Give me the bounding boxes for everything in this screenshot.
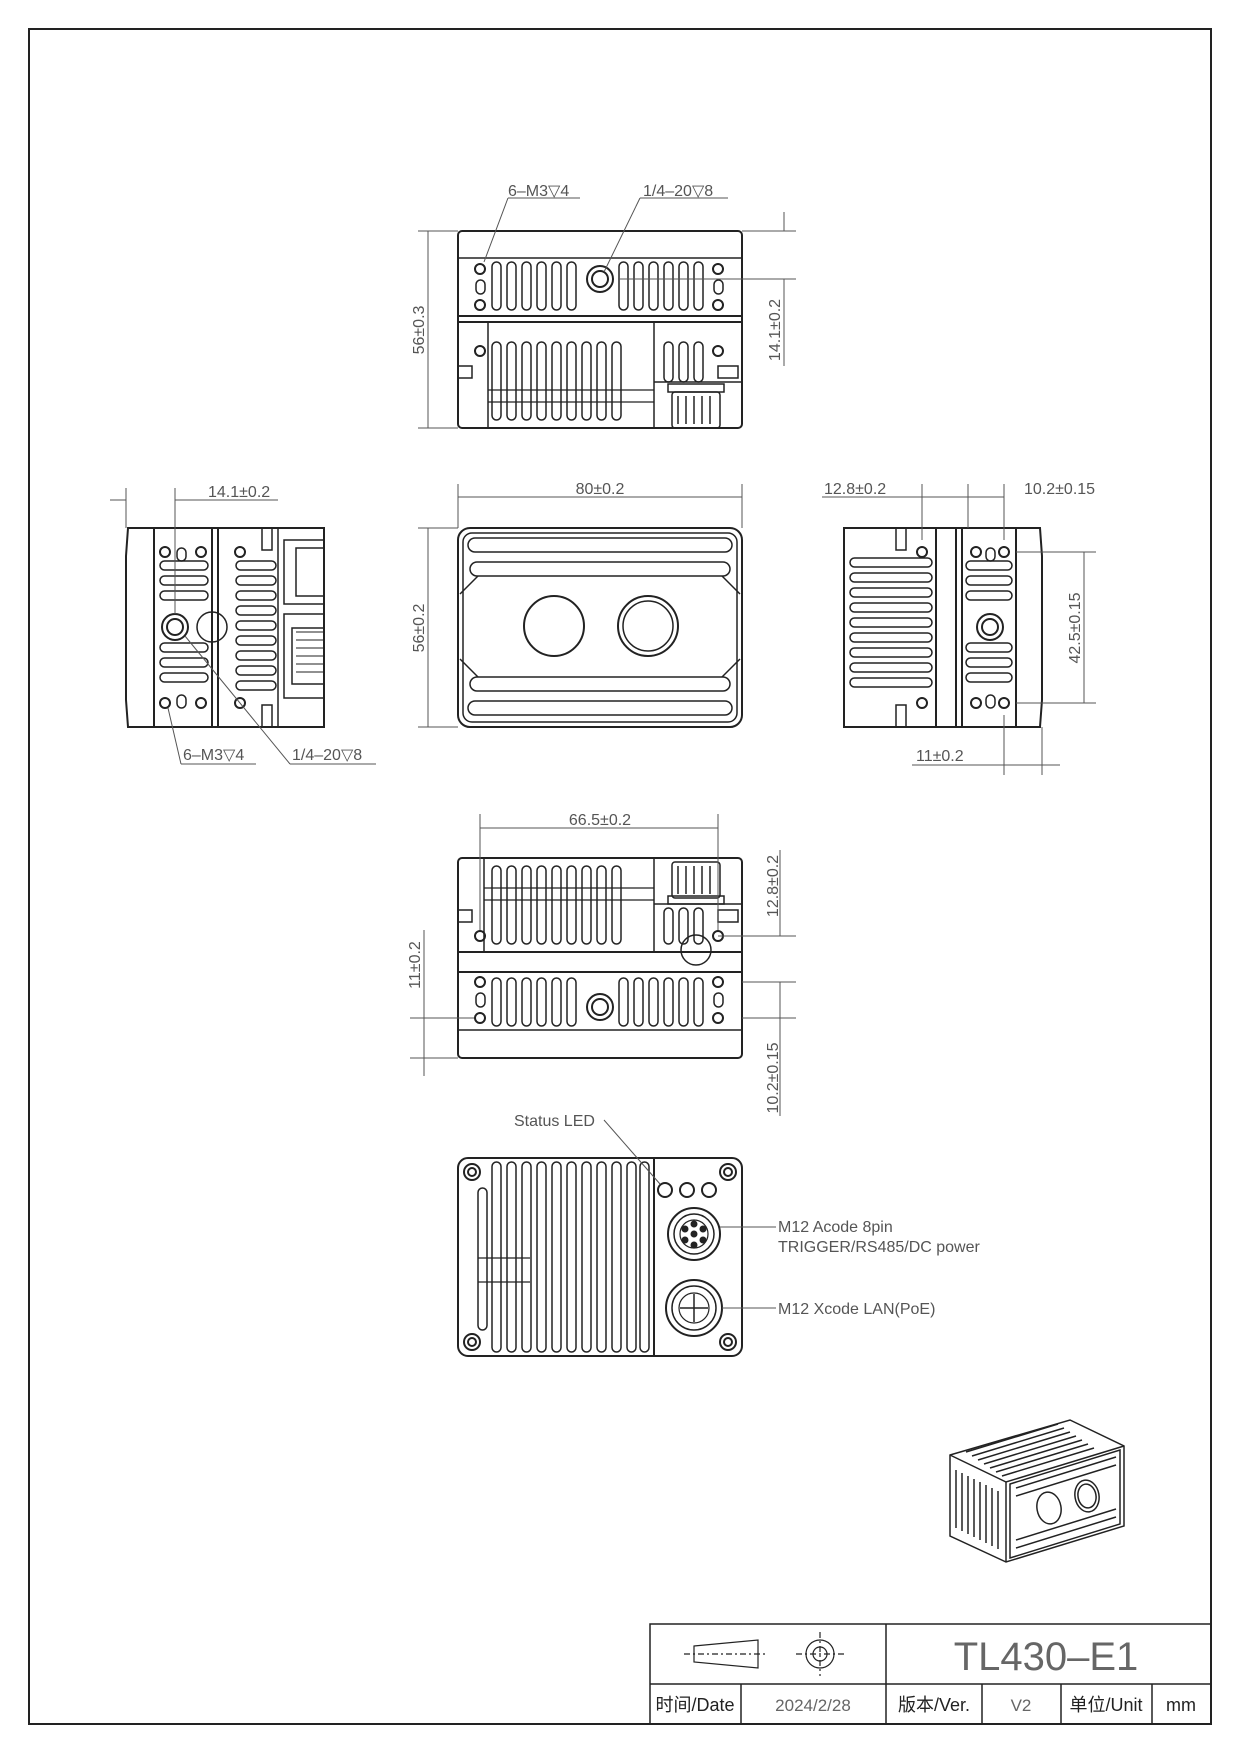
m12-xcode-label: M12 Xcode LAN(PoE) [778, 1301, 935, 1318]
right-dim-bottom: 11±0.2 [916, 748, 964, 765]
top-upper-fins [491, 261, 704, 311]
left-view-dimensions [110, 488, 376, 765]
iso-lens-left [1036, 1491, 1062, 1525]
right-view-dimensions [822, 484, 1096, 775]
top-callout-tripod: 1/4–20▽8 [643, 183, 713, 200]
unit-value: mm [1166, 1695, 1196, 1715]
title-block [649, 1623, 1212, 1725]
date-value: 2024/2/28 [775, 1696, 851, 1715]
status-led-3 [701, 1182, 717, 1198]
m12-acode-label-line2: TRIGGER/RS485/DC power [778, 1239, 981, 1256]
m12-xcode-connector [665, 1279, 723, 1337]
bottom-tripod-hole [586, 993, 614, 1021]
model-name: TL430–E1 [954, 1635, 1139, 1679]
top-view-dimensions [418, 197, 796, 429]
front-dim-height: 56±0.2 [411, 603, 428, 652]
front-lens-right [617, 595, 679, 657]
unit-label: 单位/Unit [1069, 1695, 1142, 1715]
bottom-dim-left: 11±0.2 [407, 941, 424, 989]
bottom-view [457, 857, 743, 1059]
iso-lens-right [1074, 1479, 1100, 1513]
right-view [843, 527, 1043, 728]
front-view-dimensions [418, 484, 743, 728]
right-tripod-hole [976, 613, 1004, 641]
status-led-1 [657, 1182, 673, 1198]
left-callout-thread: 6–M3▽4 [183, 747, 244, 764]
top-dim-height: 56±0.3 [411, 305, 428, 354]
iso-side-fins [955, 1470, 999, 1549]
m12-acode-label-line1: M12 Acode 8pin [778, 1219, 893, 1236]
status-led-label: Status LED [514, 1113, 595, 1130]
left-view [125, 527, 325, 728]
bottom-dim-right-top: 12.8±0.2 [765, 855, 782, 917]
front-view [457, 527, 743, 728]
bottom-connector [667, 861, 725, 905]
rear-fins [477, 1161, 650, 1353]
rear-view-leaders [603, 1119, 776, 1309]
isometric-view [949, 1419, 1125, 1563]
right-dim-height: 42.5±0.15 [1067, 592, 1084, 663]
projection-symbol-cone [684, 1639, 768, 1669]
right-dim-b: 10.2±0.15 [1024, 481, 1095, 498]
left-fins [159, 560, 277, 691]
left-tripod-hole [161, 613, 189, 641]
sheet-border [28, 28, 1212, 1725]
bottom-view-dimensions [410, 814, 796, 1116]
front-grooves [467, 537, 733, 716]
bottom-upper-fins [491, 865, 704, 945]
version-value: V2 [1011, 1696, 1032, 1715]
projection-symbol-circle [796, 1632, 844, 1676]
top-lower-fins [491, 341, 704, 421]
left-callout-tripod: 1/4–20▽8 [292, 747, 362, 764]
right-dim-a: 12.8±0.2 [824, 481, 886, 498]
top-connector [667, 383, 725, 429]
front-lens-left [523, 595, 585, 657]
top-dim-tripod-offset: 14.1±0.2 [767, 299, 784, 361]
right-fins-left [849, 557, 933, 688]
top-callout-thread: 6–M3▽4 [508, 183, 569, 200]
bottom-lower-fins [491, 977, 704, 1027]
bottom-dim-right-bottom: 10.2±0.15 [765, 1042, 782, 1113]
right-fins-right [965, 560, 1013, 683]
top-view [457, 230, 743, 429]
rear-view [457, 1157, 743, 1357]
front-dim-width: 80±0.2 [576, 481, 625, 498]
left-dim-offset: 14.1±0.2 [208, 484, 270, 501]
m12-acode-connector [667, 1207, 721, 1261]
top-tripod-hole [586, 265, 614, 293]
date-label: 时间/Date [655, 1695, 734, 1715]
version-label: 版本/Ver. [898, 1695, 970, 1715]
bottom-dim-width: 66.5±0.2 [569, 812, 631, 829]
iso-top-fins [965, 1423, 1095, 1477]
status-led-2 [679, 1182, 695, 1198]
